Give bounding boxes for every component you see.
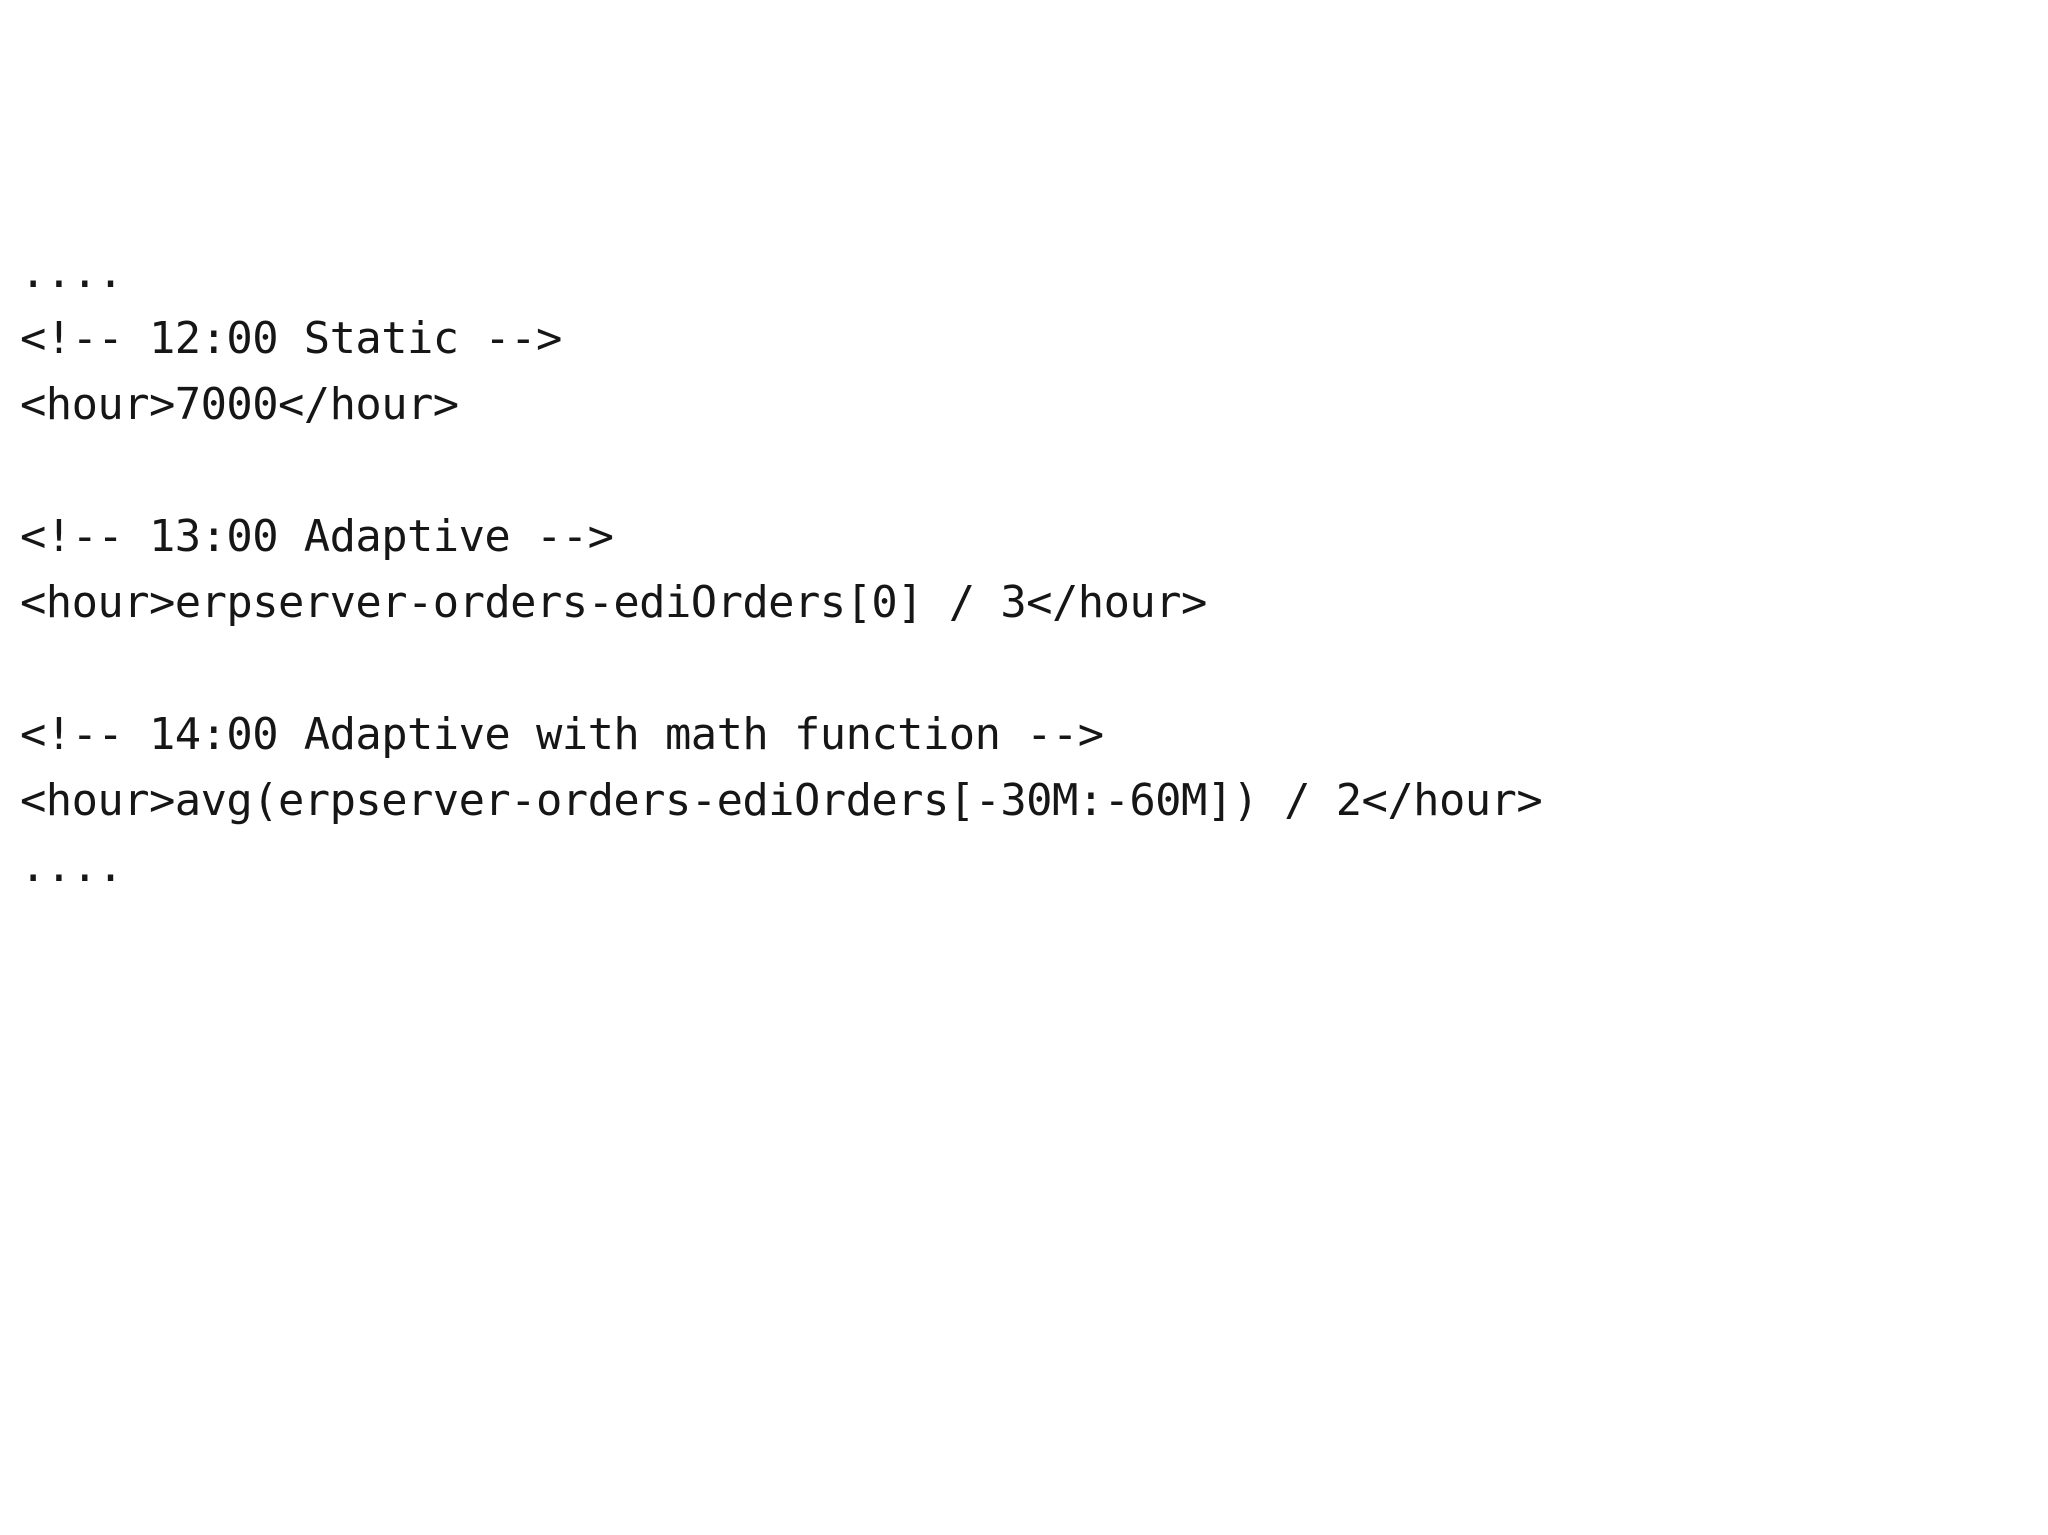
- code-line-blank-1: [20, 438, 2048, 504]
- code-listing: .... <!-- 12:00 Static --> <hour>7000</hou…: [20, 240, 2048, 900]
- code-line-hour-adaptive: <hour>erpserver-orders-ediOrders[0] / 3<…: [20, 576, 1207, 628]
- code-line-comment-adaptive: <!-- 13:00 Adaptive -->: [20, 510, 614, 562]
- code-line-comment-adaptive-math: <!-- 14:00 Adaptive with math function -…: [20, 708, 1104, 760]
- code-line-ellipsis-bottom: ....: [20, 840, 124, 892]
- code-line-hour-adaptive-math: <hour>avg(erpserver-orders-ediOrders[-30…: [20, 774, 1543, 826]
- code-line-hour-static: <hour>7000</hour>: [20, 378, 459, 430]
- code-line-blank-2: [20, 636, 2048, 702]
- code-line-comment-static: <!-- 12:00 Static -->: [20, 312, 562, 364]
- code-block: .... <!-- 12:00 Static --> <hour>7000</hou…: [20, 240, 2048, 900]
- code-line-ellipsis-top: ....: [20, 246, 124, 298]
